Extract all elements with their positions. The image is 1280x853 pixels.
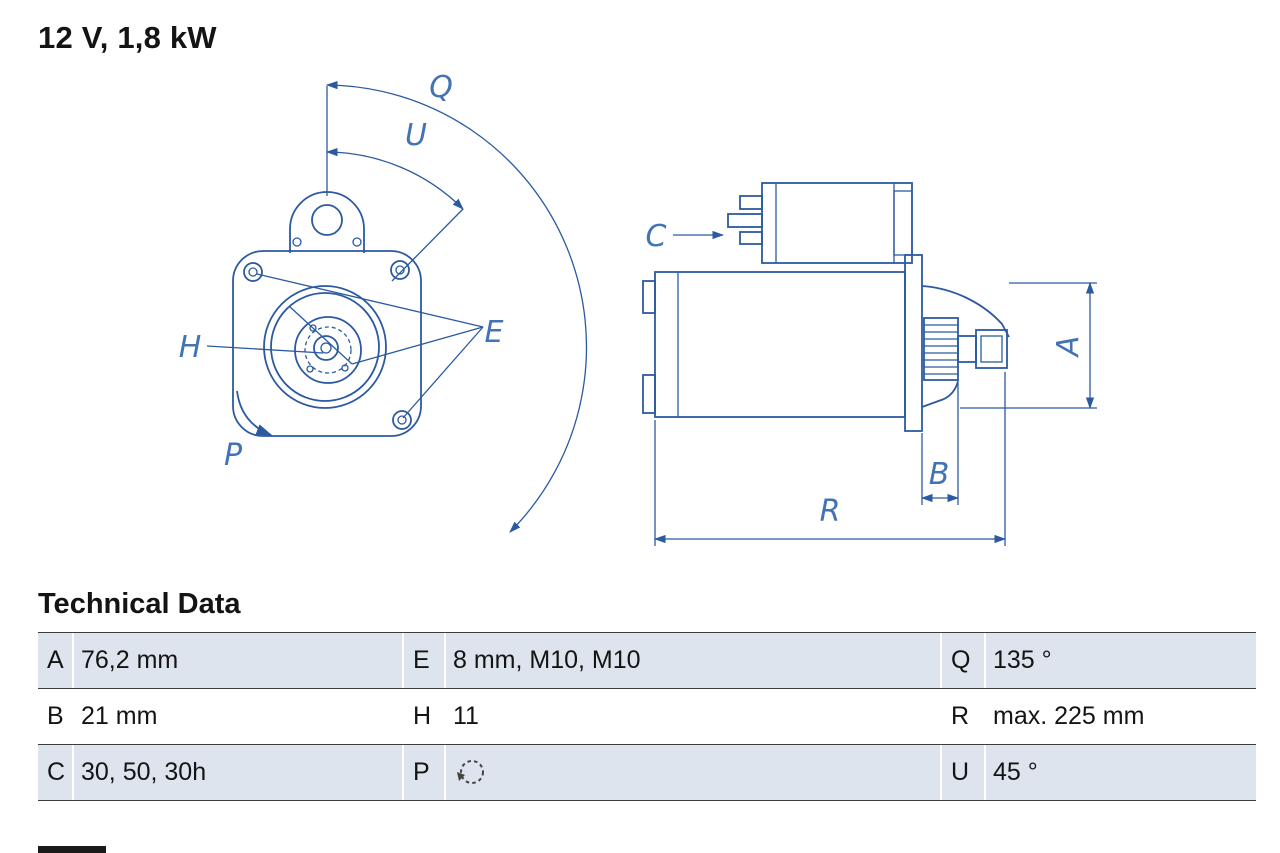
table-key-E: E bbox=[404, 633, 444, 688]
table-value-A: 76,2 mm bbox=[74, 633, 402, 688]
table-key-Q: Q bbox=[942, 633, 984, 688]
label-q: Q bbox=[429, 70, 453, 105]
table-row: A 76,2 mm E 8 mm, M10, M10 Q 135 ° bbox=[38, 633, 1256, 689]
front-view-drawing: Q U E H P bbox=[179, 70, 588, 533]
table-value-U: 45 ° bbox=[986, 745, 1256, 800]
table-row: C 30, 50, 30h P U 45 ° bbox=[38, 745, 1256, 800]
table-key-H: H bbox=[404, 689, 444, 744]
table-value-R: max. 225 mm bbox=[986, 689, 1256, 744]
table-key-P: P bbox=[404, 745, 444, 800]
table-value-H: 11 bbox=[446, 689, 940, 744]
side-view-drawing: C A B bbox=[642, 182, 1097, 546]
table-value-P bbox=[446, 745, 940, 800]
label-p: P bbox=[224, 438, 243, 473]
label-h: H bbox=[179, 330, 202, 365]
table-value-B: 21 mm bbox=[74, 689, 402, 744]
technical-data-heading: Technical Data bbox=[38, 588, 241, 620]
table-value-Q: 135 ° bbox=[986, 633, 1256, 688]
label-u: U bbox=[405, 118, 427, 153]
page-title: 12 V, 1,8 kW bbox=[38, 20, 217, 55]
table-value-E: 8 mm, M10, M10 bbox=[446, 633, 940, 688]
table-key-B: B bbox=[38, 689, 72, 744]
table-key-C: C bbox=[38, 745, 72, 800]
technical-drawing: Q U E H P C bbox=[179, 70, 1097, 546]
technical-data-table: A 76,2 mm E 8 mm, M10, M10 Q 135 ° B 21 … bbox=[38, 632, 1256, 801]
label-e: E bbox=[485, 315, 504, 350]
cropped-bottom-element bbox=[38, 846, 106, 853]
table-value-C: 30, 50, 30h bbox=[74, 745, 402, 800]
table-row: B 21 mm H 11 R max. 225 mm bbox=[38, 689, 1256, 745]
label-c: C bbox=[646, 219, 667, 254]
label-b: B bbox=[929, 457, 950, 492]
table-key-R: R bbox=[942, 689, 984, 744]
table-key-U: U bbox=[942, 745, 984, 800]
label-a: A bbox=[1051, 336, 1086, 359]
table-key-A: A bbox=[38, 633, 72, 688]
label-r: R bbox=[820, 494, 841, 529]
rotation-ccw-icon bbox=[457, 759, 484, 784]
